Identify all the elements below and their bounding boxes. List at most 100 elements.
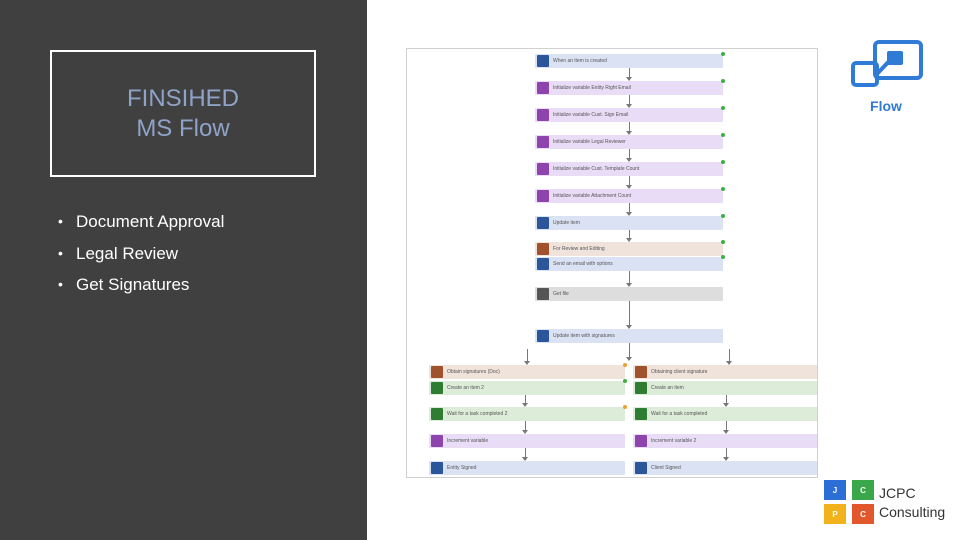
approval-icon xyxy=(635,382,647,394)
left-panel: FINSIHED MS Flow • Document Approval •Leg… xyxy=(0,0,367,540)
approval-icon xyxy=(431,408,443,420)
flow-step: Wait for a task completed xyxy=(633,407,817,421)
bullet-icon: • xyxy=(58,276,63,292)
flow-connector xyxy=(726,448,727,457)
jcpc-logo-icon: J C P C xyxy=(822,480,878,526)
flow-connector xyxy=(629,230,630,238)
status-dot-icon xyxy=(721,52,725,56)
arrowhead-icon xyxy=(522,403,528,407)
flow-step: Increment variable 2 xyxy=(633,434,817,448)
bullet-item: •Legal Review xyxy=(58,238,224,270)
flow-step-label: Wait for a task completed xyxy=(651,411,708,417)
slide-title: FINSIHED MS Flow xyxy=(127,84,239,144)
flow-step: Update item with signatures xyxy=(535,329,723,343)
variable-icon xyxy=(537,190,549,202)
flow-step: Initialize variable Legal Reviewer xyxy=(535,135,723,149)
status-dot-icon xyxy=(721,255,725,259)
sharepoint-icon xyxy=(537,258,549,270)
arrowhead-icon xyxy=(626,158,632,162)
scope-icon xyxy=(431,366,443,378)
flow-connector xyxy=(726,421,727,430)
flow-step-label: Initialize variable Legal Reviewer xyxy=(553,139,626,145)
arrowhead-icon xyxy=(626,212,632,216)
status-dot-icon xyxy=(721,160,725,164)
status-dot-icon xyxy=(721,214,725,218)
flow-connector xyxy=(729,349,730,361)
flow-connector xyxy=(629,95,630,104)
flow-step: Initialize variable Entity Right Email xyxy=(535,81,723,95)
flow-step-label: Send an email with options xyxy=(553,261,613,267)
flow-step-label: Increment variable 2 xyxy=(651,438,697,444)
flow-step-label: Create an item 2 xyxy=(447,385,484,391)
arrowhead-icon xyxy=(726,361,732,365)
scope-icon xyxy=(635,366,647,378)
logo-tile: C xyxy=(852,480,874,500)
flow-connector xyxy=(629,149,630,158)
flow-step-label: Initialize variable Attachment Count xyxy=(553,193,632,199)
flow-step-label: Wait for a task completed 2 xyxy=(447,411,508,417)
status-dot-icon xyxy=(623,379,627,383)
scope-icon xyxy=(537,243,549,255)
flow-connector xyxy=(527,349,528,361)
arrowhead-icon xyxy=(626,283,632,287)
flow-step-label: Initialize variable Cust. Template Count xyxy=(553,166,640,172)
flow-step: Create an item xyxy=(633,381,817,395)
flow-step: Initialize variable Cust. Sign Email xyxy=(535,108,723,122)
flow-step: Update item xyxy=(535,216,723,230)
company-line-1: JCPC xyxy=(879,485,916,501)
sharepoint-icon xyxy=(537,217,549,229)
flow-step-label: Obtain signatures (Doc) xyxy=(447,369,500,375)
status-dot-icon xyxy=(623,405,627,409)
status-dot-icon xyxy=(721,133,725,137)
logo-tile: C xyxy=(852,504,874,524)
flow-connector xyxy=(629,203,630,212)
flow-connector xyxy=(525,448,526,457)
status-dot-icon xyxy=(721,106,725,110)
arrowhead-icon xyxy=(626,104,632,108)
flow-connector xyxy=(726,395,727,403)
variable-icon xyxy=(537,82,549,94)
flow-step-label: Entity Signed xyxy=(447,465,477,471)
flow-step: Client Signed xyxy=(633,461,817,475)
logo-tile: J xyxy=(824,480,846,500)
flow-step-label: Update item with signatures xyxy=(553,333,615,339)
bullet-text: Document Approval xyxy=(76,212,225,231)
variable-icon xyxy=(635,435,647,447)
flow-step-label: Obtaining client signature xyxy=(651,369,708,375)
arrowhead-icon xyxy=(723,430,729,434)
sharepoint-icon xyxy=(537,330,549,342)
status-dot-icon xyxy=(721,240,725,244)
flow-step: For Review and Editing xyxy=(535,242,723,256)
status-dot-icon xyxy=(623,363,627,367)
flow-step-label: Initialize variable Cust. Sign Email xyxy=(553,112,629,118)
arrowhead-icon xyxy=(626,185,632,189)
flow-step-label: Update item xyxy=(553,220,580,226)
flow-step-label: Get file xyxy=(553,291,569,297)
file-icon xyxy=(537,288,549,300)
flow-step-label: When an item is created xyxy=(553,58,607,64)
arrowhead-icon xyxy=(522,457,528,461)
variable-icon xyxy=(537,109,549,121)
status-dot-icon xyxy=(721,79,725,83)
flow-step: Increment variable xyxy=(429,434,625,448)
variable-icon xyxy=(537,136,549,148)
title-box: FINSIHED MS Flow xyxy=(50,50,316,177)
title-line-1: FINSIHED xyxy=(126,84,239,112)
arrowhead-icon xyxy=(626,131,632,135)
flow-connector xyxy=(629,301,630,325)
ms-flow-logo-icon xyxy=(851,40,923,87)
flow-step: Wait for a task completed 2 xyxy=(429,407,625,421)
variable-icon xyxy=(431,435,443,447)
flow-step-label: Increment variable xyxy=(447,438,489,444)
flow-connector xyxy=(629,68,630,77)
arrowhead-icon xyxy=(723,403,729,407)
bullet-text: Legal Review xyxy=(76,243,179,263)
sharepoint-icon xyxy=(635,462,647,474)
bullet-item: •Get Signatures xyxy=(58,269,224,301)
flow-step-label: Client Signed xyxy=(651,465,681,471)
flow-step: Entity Signed xyxy=(429,461,625,475)
flow-step-label: Create an item xyxy=(651,385,684,391)
approval-icon xyxy=(635,408,647,420)
